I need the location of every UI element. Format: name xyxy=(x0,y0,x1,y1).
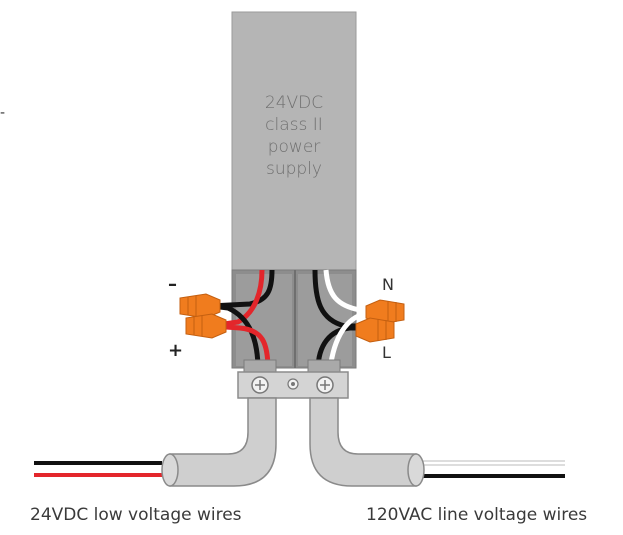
ground-screw-icon xyxy=(287,378,299,390)
wire-nut-line xyxy=(355,317,395,343)
stray-mark: - xyxy=(0,105,5,121)
screw-right-icon xyxy=(316,376,334,394)
psu-label-line1: 24VDC xyxy=(265,93,323,113)
plus-label: + xyxy=(168,340,183,361)
minus-label: – xyxy=(168,274,177,295)
low-voltage-caption: 24VDC low voltage wires xyxy=(30,505,242,525)
conduit-white-wire-right xyxy=(327,309,379,371)
psu-white-wire-right xyxy=(323,269,378,313)
psu-red-wire-left xyxy=(209,269,265,329)
power-supply-housing xyxy=(231,11,357,271)
psu-label-line4: supply xyxy=(266,159,322,179)
junction-right-cavity xyxy=(298,274,352,366)
wire-nut-minus xyxy=(179,293,221,319)
conduit-right xyxy=(309,397,417,487)
line-label: L xyxy=(382,343,391,362)
psu-black-wire-left xyxy=(209,269,275,309)
conduit-right-end xyxy=(407,453,425,487)
conduit-left-end xyxy=(161,453,179,487)
conduit-left xyxy=(169,397,277,487)
wire-nut-neutral xyxy=(365,299,405,325)
screw-left-icon xyxy=(251,376,269,394)
neutral-label: N xyxy=(382,275,394,294)
psu-label-line3: power xyxy=(268,137,321,157)
line-voltage-caption: 120VAC line voltage wires xyxy=(366,505,587,525)
wire-nut-plus xyxy=(185,313,227,339)
psu-label-line2: class II xyxy=(265,115,323,135)
